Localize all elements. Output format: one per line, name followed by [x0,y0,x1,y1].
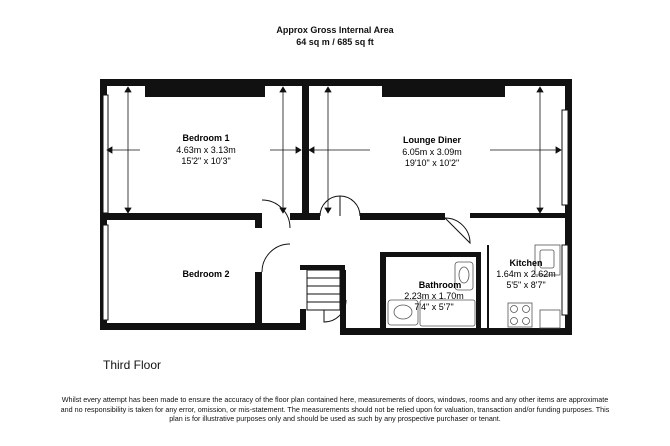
bathroom-name: Bathroom [419,280,462,290]
lounge-metric: 6.05m x 3.09m [402,147,462,157]
kitchen-name: Kitchen [509,258,542,268]
bedroom1-name: Bedroom 1 [182,133,229,143]
floor-label: Third Floor [103,358,162,372]
dimension-line-covers [140,130,490,165]
bedroom1-metric: 4.63m x 3.13m [176,145,236,155]
bathroom-imperial: 7'4" x 5'7" [414,302,453,312]
bedroom2-name: Bedroom 2 [182,269,229,279]
kitchen-imperial: 5'5" x 8'7" [506,280,545,290]
stairs [306,269,341,311]
bathroom-fixtures [387,261,476,327]
gia-title: Approx Gross Internal Area [276,25,394,35]
kitchen-fixtures [507,244,561,329]
disclaimer: Whilst every attempt has been made to en… [60,395,610,424]
bedroom1-imperial: 15'2" x 10'3" [181,156,230,166]
lounge-imperial: 19'10" x 10'2" [405,158,459,168]
kitchen-metric: 1.64m x 2.62m [496,269,556,279]
bathroom-metric: 2.23m x 1.70m [404,291,464,301]
windows [102,94,569,321]
gia-area: 64 sq m / 685 sq ft [296,37,374,47]
gross-internal-area: Approx Gross Internal Area 64 sq m / 685… [0,24,670,48]
room-labels: Bedroom 1 4.63m x 3.13m 15'2" x 10'3" Lo… [176,133,556,312]
lounge-name: Lounge Diner [403,135,461,145]
